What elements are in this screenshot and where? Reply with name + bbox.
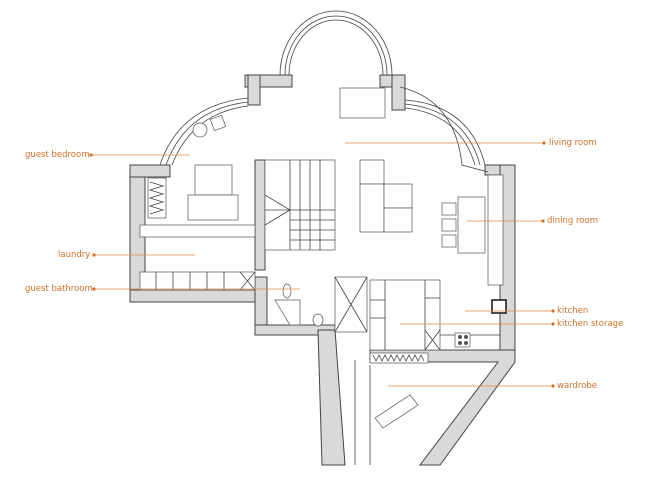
- label-laundry: laundry: [58, 250, 91, 260]
- label-kitchen-storage: kitchen storage: [557, 319, 624, 329]
- bay-window: [279, 10, 393, 76]
- label-living-room: living room: [549, 138, 597, 148]
- furniture: [139, 87, 507, 465]
- label-kitchen: kitchen: [557, 306, 589, 316]
- walls: [129, 74, 516, 466]
- label-guest-bathroom: guest bathroom: [25, 284, 93, 294]
- leader-lines: [89, 141, 555, 388]
- label-guest-bedroom: guest bedroom: [25, 150, 90, 160]
- label-dining-room: dining room: [547, 216, 598, 226]
- label-wardrobe: wardrobe: [557, 381, 598, 391]
